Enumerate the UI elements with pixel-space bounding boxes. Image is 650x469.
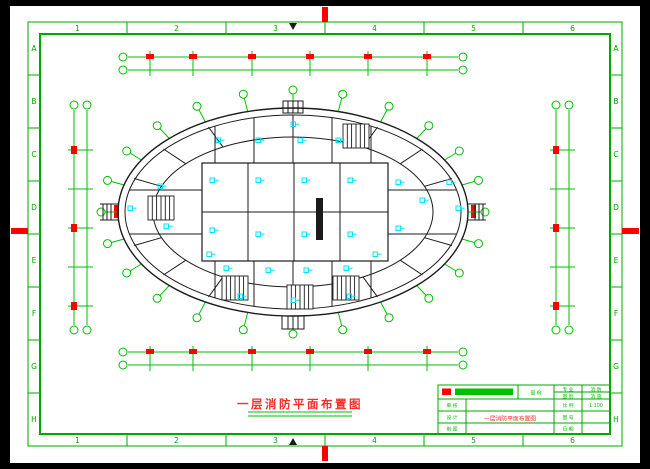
row-label-right-H: H [613,415,619,424]
row-label-left-E: E [32,256,37,265]
row-label-left-G: G [31,362,37,371]
fold-mark-top [322,7,328,22]
fold-mark-left [11,228,28,234]
profession-label: 专 业 [562,386,573,393]
col-label-bottom-5: 5 [471,436,476,445]
row-label-right-E: E [614,256,619,265]
center-mark-bottom-icon [289,438,297,445]
col-label-bottom-6: 6 [570,436,575,445]
titleblock-row-label: 制 图 [446,426,457,433]
col-label-bottom-4: 4 [372,436,377,445]
col-label-top-5: 5 [471,24,476,33]
scale-label: 比 例 [562,402,573,409]
dimension-lines [68,51,575,371]
stair-icon [286,284,314,310]
row-label-left-A: A [31,44,37,53]
category-value: 消 施 [590,393,601,400]
row-label-right-B: B [613,97,618,106]
legend-label: 图 例 [530,390,541,397]
titleblock-drawing-name: 一层消防平面布置图 [484,415,536,423]
col-label-bottom-2: 2 [174,436,179,445]
central-room-block [201,162,389,262]
ring-partition-walls [134,126,452,298]
row-label-right-F: F [614,309,618,318]
elevator-shaft [316,198,323,240]
grid-bubbles [96,85,490,339]
drawing-title-text: 一层消防平面布置图 [237,397,363,411]
fold-marks [11,7,639,461]
date-label: 日 期 [562,427,573,433]
row-label-right-G: G [613,362,619,371]
col-label-top-2: 2 [174,24,179,33]
floor-plan [100,100,486,330]
title-block: 图 例 专 业 消 防 图 别 消 施 审 核 设 计 制 图 一层消防平面布置… [437,384,611,435]
legend-hydrant-swatch [442,388,451,395]
row-label-left-F: F [32,309,36,318]
stair-icon [342,123,370,149]
col-label-bottom-3: 3 [273,436,278,445]
row-label-right-A: A [613,44,619,53]
row-label-right-C: C [613,150,618,159]
row-label-left-C: C [31,150,36,159]
fold-mark-right [622,228,639,234]
col-label-top-6: 6 [570,24,575,33]
legend-route-swatch [455,388,513,395]
entrances [100,100,486,330]
row-label-left-D: D [31,203,37,212]
col-label-top-1: 1 [75,24,80,33]
titleblock-row-label: 审 核 [446,402,457,409]
category-label: 图 别 [562,393,573,400]
stair-icon [147,195,175,221]
center-mark-top-icon [289,23,297,30]
row-label-left-H: H [31,415,37,424]
sheet-number-label: 图 号 [562,415,573,421]
scale-value: 1:100 [589,403,603,409]
col-label-top-3: 3 [273,24,278,33]
row-label-right-D: D [613,203,619,212]
row-label-left-B: B [31,97,36,106]
fold-mark-bottom [322,446,328,461]
drawing-title: 一层消防平面布置图 [237,397,363,417]
col-label-top-4: 4 [372,24,377,33]
ring-rooms [130,115,456,309]
col-label-bottom-1: 1 [75,436,80,445]
profession-value: 消 防 [590,386,601,393]
grid-reference-labels: 1 2 3 4 5 6 1 2 3 4 5 6 A B C D E F G H … [31,24,619,445]
titleblock-row-label: 设 计 [446,414,457,421]
